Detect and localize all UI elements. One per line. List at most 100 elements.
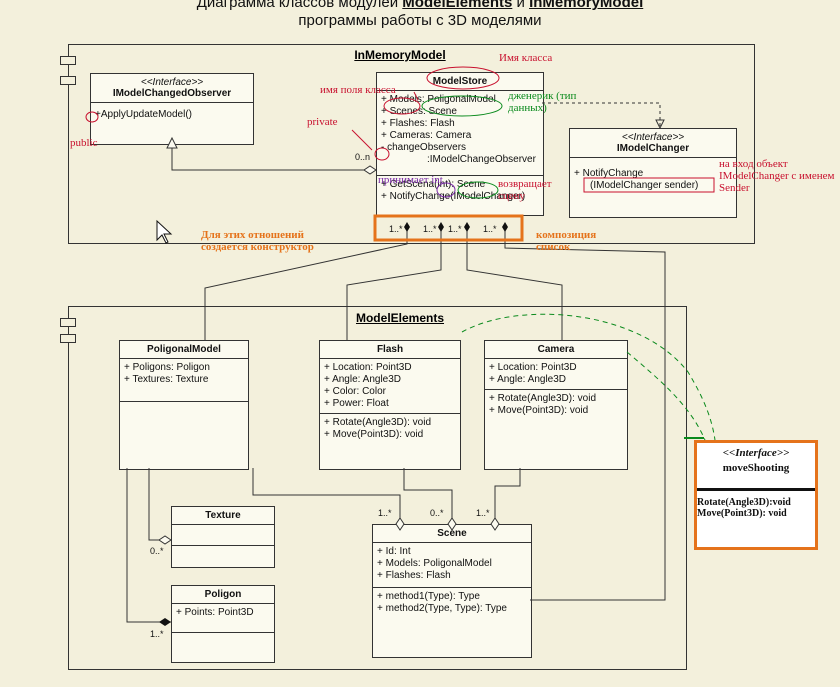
- multiplicity-label: 0..*: [150, 546, 164, 556]
- multiplicity-label: 1..*: [378, 508, 392, 518]
- method: + NotifyChange (IModelChanger sender): [570, 158, 736, 195]
- attribute: + Points: Point3D: [176, 607, 254, 618]
- diagram-title-line1: Диаграмма классов модулей ModelElements …: [0, 0, 840, 12]
- composition-diamond: [159, 618, 171, 626]
- annotation-circle: [383, 97, 421, 115]
- aggregation-diamond: [395, 517, 405, 531]
- class-imodelchangedobserver: <<Interface>> IModelChangedObserver +App…: [90, 73, 254, 145]
- attribute: :IModelChangeObserver: [427, 154, 536, 165]
- multiplicity-label: 1..*: [423, 224, 437, 234]
- method: + Rotate(Angle3D): void: [324, 417, 432, 428]
- title-prefix: Диаграмма классов модулей: [196, 0, 399, 11]
- multiplicity-label: 1..*: [476, 508, 490, 518]
- annotation-private: private: [307, 116, 338, 128]
- annotation-public: public: [70, 137, 98, 149]
- aggregation-line: [148, 468, 171, 541]
- annotation-constructor: Для этих отношений создается конструктор: [201, 229, 314, 253]
- composition-line: [466, 228, 563, 340]
- aggregation-diamond: [447, 517, 457, 531]
- annotation-circle: [436, 182, 456, 198]
- composition-diamond: [464, 222, 470, 232]
- multiplicity-label: 0..n: [355, 152, 371, 162]
- class-name: PoligonalModel: [120, 341, 248, 359]
- attribute: + Id: Int: [377, 546, 411, 557]
- stereotype: <<Interface>>: [140, 77, 204, 88]
- class-header: <<Interface>> IModelChangedObserver: [91, 74, 253, 103]
- attributes: + Id: Int + Models: PoligonalModel + Fla…: [373, 543, 531, 588]
- attribute: + Models: PoligonalModel: [381, 94, 496, 105]
- annotation-circle: [85, 111, 99, 123]
- annotation-dashed-curve: [626, 351, 706, 441]
- annotation-circle: [374, 147, 390, 161]
- method: + GetScena(int): Scene: [381, 179, 486, 190]
- orange-highlight-box: [373, 214, 524, 242]
- annotation-accepts-int: принимает int: [378, 174, 443, 186]
- attribute: + Power: Float: [324, 398, 389, 409]
- aggregation-line: [494, 468, 521, 524]
- aggregation-diamond: [490, 517, 500, 531]
- class-texture: Texture: [171, 506, 275, 568]
- association-line: [171, 143, 376, 171]
- package-tab: [60, 56, 76, 65]
- package-tab: [60, 76, 76, 85]
- annotation-class-name: Имя класса: [499, 52, 553, 64]
- attributes: + Location: Point3D + Angle: Angle3D: [485, 359, 627, 390]
- package-name-modelelements: ModelElements: [355, 311, 445, 325]
- attribute: + Color: Color: [324, 386, 386, 397]
- attributes: [172, 525, 274, 546]
- composition-line: [204, 228, 408, 340]
- methods: Rotate(Angle3D):void Move(Point3D): void: [697, 488, 815, 519]
- attributes: + Poligons: Poligon + Textures: Texture: [120, 359, 248, 402]
- composition-line: [504, 228, 666, 601]
- methods: + method1(Type): Type + method2(Type, Ty…: [373, 588, 531, 618]
- class-scene: Scene + Id: Int + Models: PoligonalModel…: [372, 524, 532, 658]
- class-moveshooting: <<Interface>> moveShooting Rotate(Angle3…: [694, 440, 818, 550]
- attributes: + Location: Point3D + Angle: Angle3D + C…: [320, 359, 460, 414]
- attributes: + Models: PoligonalModel + Scenes: Scene…: [377, 91, 543, 176]
- method: + Move(Point3D): void: [489, 405, 589, 416]
- annotation-rect: [583, 177, 715, 193]
- attribute: + Location: Point3D: [489, 362, 577, 373]
- annotation-dashed-curve: [461, 313, 716, 441]
- diagram-title-line2: программы работы с 3D моделями: [298, 12, 542, 29]
- package-tab: [60, 334, 76, 343]
- class-name: Flash: [320, 341, 460, 359]
- method-line: + NotifyChange: [574, 168, 644, 179]
- attribute: + Textures: Texture: [124, 374, 209, 385]
- multiplicity-label: 1..*: [448, 224, 462, 234]
- attribute: + Flashes: Flash: [381, 118, 455, 129]
- method: + Move(Point3D): void: [324, 429, 424, 440]
- multiplicity-label: 1..*: [483, 224, 497, 234]
- class-poligon: Poligon + Points: Point3D: [171, 585, 275, 663]
- method: Move(Point3D): void: [697, 508, 787, 519]
- annotation-arrow: [413, 91, 419, 101]
- attribute: + Cameras: Camera: [381, 130, 472, 141]
- attribute: + Angle: Angle3D: [324, 374, 402, 385]
- attribute: + Models: PoligonalModel: [377, 558, 492, 569]
- mouse-cursor-icon: [156, 219, 173, 244]
- method: + Rotate(Angle3D): void: [489, 393, 597, 404]
- method: + method1(Type): Type: [377, 591, 480, 602]
- class-name: Poligon: [172, 586, 274, 604]
- annotation-circle: [426, 66, 500, 90]
- class-header: <<Interface>> moveShooting: [697, 443, 815, 474]
- annotation-arrow: [351, 129, 373, 151]
- class-name: IModelChanger: [616, 143, 690, 154]
- stereotype: <<Interface>>: [621, 132, 685, 143]
- composition-diamond: [404, 222, 410, 232]
- class-flash: Flash + Location: Point3D + Angle: Angle…: [319, 340, 461, 470]
- package-tab: [60, 318, 76, 327]
- aggregation-line: [403, 468, 453, 524]
- dependency-arrowhead: [655, 119, 665, 130]
- annotation-circle: [457, 181, 499, 199]
- aggregation-diamond: [158, 535, 172, 545]
- annotation-composition-list: композиция список: [536, 229, 597, 253]
- method-line: (IModelChanger sender): [590, 180, 699, 191]
- composition-line: [126, 468, 171, 623]
- multiplicity-label: 1..*: [389, 224, 403, 234]
- annotation-generic: дженерик (тип данных): [508, 90, 577, 114]
- class-imodelchanger: <<Interface>> IModelChanger + NotifyChan…: [569, 128, 737, 218]
- annotation-changer-input: на вход объект IModelChanger с именем Se…: [719, 158, 835, 194]
- class-name: Camera: [485, 341, 627, 359]
- class-name: ModelStore: [377, 73, 543, 91]
